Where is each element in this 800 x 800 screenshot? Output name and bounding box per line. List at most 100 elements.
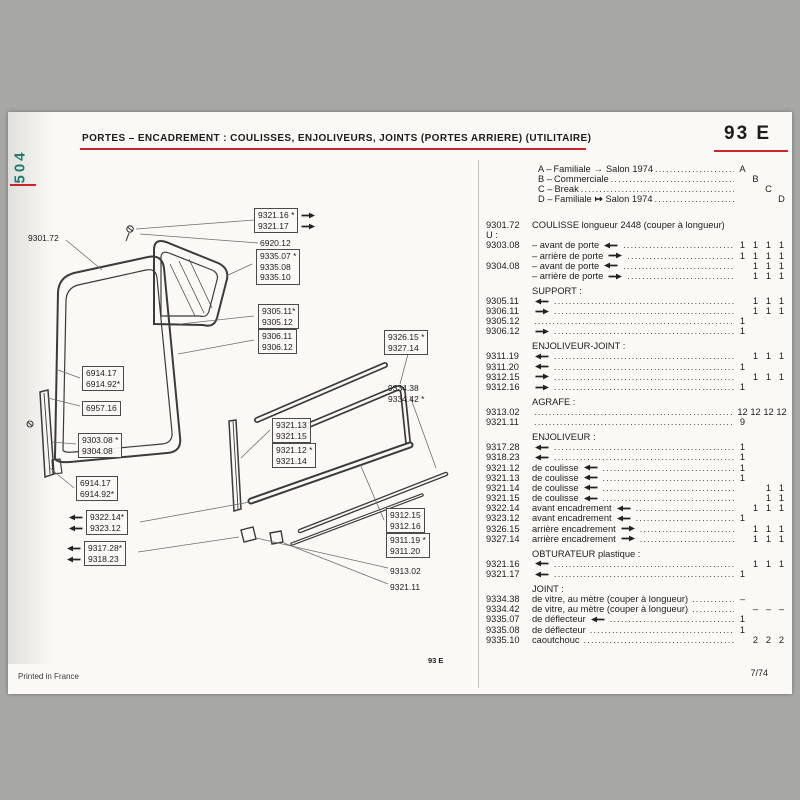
qty-cell: 1: [778, 493, 785, 504]
part-number-label: 9311.19 *: [390, 535, 426, 545]
part-number-label: 9322.14*: [90, 512, 125, 522]
callout-930511: 9305.11*9305.12: [258, 304, 300, 329]
part-reference: 9312.16: [486, 382, 520, 392]
qty-cell: –: [778, 604, 785, 615]
qty-cell: [775, 452, 788, 462]
callout-930308: 9303.08 *9304.08: [78, 433, 123, 458]
parts-row-931823: 9318.231: [486, 452, 788, 462]
part-number-label: 9312.15: [390, 510, 421, 520]
callout-arrows: [301, 212, 316, 230]
part-description: de vitre, au mètre (couper à longueur): [532, 593, 689, 604]
qty-cell: 1: [739, 250, 746, 261]
legend-row-D: D – Familiale↦Salon 1974D: [538, 194, 788, 204]
callout-box: 9305.11*9305.12: [258, 304, 300, 329]
quantity-columns: 1: [736, 326, 788, 336]
arrow-right-icon: [608, 252, 623, 259]
qty-cell: 1: [752, 270, 759, 281]
callout-932615: 9326.15 *9327.14: [384, 330, 429, 355]
part-number-label: 9334.42 *: [388, 393, 425, 404]
quantity-columns: 1: [736, 382, 788, 392]
part-number-label: 9334.38: [388, 383, 419, 393]
direction-icon-wrap: [616, 515, 631, 522]
qty-cell: [749, 362, 762, 372]
qty-cell: 1: [765, 523, 772, 534]
legend-column-letter: [775, 164, 788, 174]
dotted-leader: [554, 372, 734, 382]
callout-box: 9311.19 *9311.20: [386, 533, 430, 558]
model-legend: A – Familiale→Salon 1974AB – Commerciale…: [480, 164, 788, 204]
part-number-label: 6920.12: [260, 238, 291, 248]
part-reference: 9304.08: [486, 260, 520, 271]
qty-cell: [762, 594, 775, 604]
qty-cell: [736, 351, 749, 361]
section-heading-label: OBTURATEUR plastique :: [532, 548, 641, 559]
direction-icon-wrap: [604, 262, 618, 269]
qty-cell: 12: [750, 406, 761, 417]
part-number-label: 9335.10: [260, 272, 291, 282]
arrow-left-icon: [604, 242, 618, 249]
legend-column-letter: [775, 174, 788, 184]
quantity-columns: 1: [736, 362, 788, 372]
page-code: 93 E: [724, 123, 772, 144]
qty-cell: 1: [752, 260, 759, 271]
qty-cell: [749, 326, 762, 336]
qty-cell: 1: [739, 240, 746, 251]
qty-cell: [749, 569, 762, 579]
qty-cell: 1: [765, 533, 772, 544]
dotted-leader: [603, 483, 734, 493]
qty-cell: 1: [765, 558, 772, 569]
qty-cell: –: [765, 604, 772, 615]
qty-cell: 1: [752, 533, 759, 544]
qty-cell: 1: [752, 306, 759, 317]
part-number-label: 9321.16 *: [258, 210, 295, 220]
qty-cell: 1: [778, 351, 785, 362]
trim-strips: [247, 362, 449, 546]
callout-931728: 9317.28*9318.23: [64, 541, 127, 566]
qty-cell: [762, 442, 775, 452]
legend-column-letter: [775, 184, 788, 194]
qty-cell: [749, 463, 762, 473]
legend-row-C: C – BreakC: [538, 184, 788, 194]
exploded-diagram: [26, 219, 449, 585]
callout-box: 9326.15 *9327.14: [384, 330, 429, 355]
direction-icon-wrap: [535, 560, 549, 567]
qty-cell: [762, 513, 775, 523]
qty-cell: [762, 382, 775, 392]
legend-model-label: Familiale: [554, 194, 592, 204]
qty-cell: [749, 625, 762, 635]
qty-cell: 1: [752, 558, 759, 569]
legend-column-letters: D: [736, 194, 788, 204]
qty-cell: 1: [778, 240, 785, 251]
part-reference: 9322.14: [486, 503, 520, 514]
part-reference: 9321.12: [486, 462, 520, 473]
part-reference: 9335.07: [486, 614, 520, 625]
direction-icon-wrap: [535, 384, 549, 391]
qty-cell: [736, 503, 749, 513]
qty-cell: [749, 493, 762, 503]
section-heading-label: ENJOLIVEUR-JOINT :: [532, 341, 626, 352]
legend-column-letters: B: [736, 174, 788, 184]
qty-cell: [736, 296, 749, 306]
part-reference: 9311.20: [486, 361, 519, 372]
qty-cell: 1: [739, 382, 746, 392]
part-description: arrière encadrement: [532, 533, 616, 544]
legend-model-label: Familiale: [553, 164, 591, 174]
qty-cell: [775, 442, 788, 452]
arrow-left-icon: [535, 560, 549, 567]
section-heading-label: JOINT :: [532, 583, 564, 594]
coulisse-strip-left: [39, 389, 55, 479]
direction-icon-wrap: [535, 353, 549, 360]
qty-cell: [775, 614, 788, 624]
